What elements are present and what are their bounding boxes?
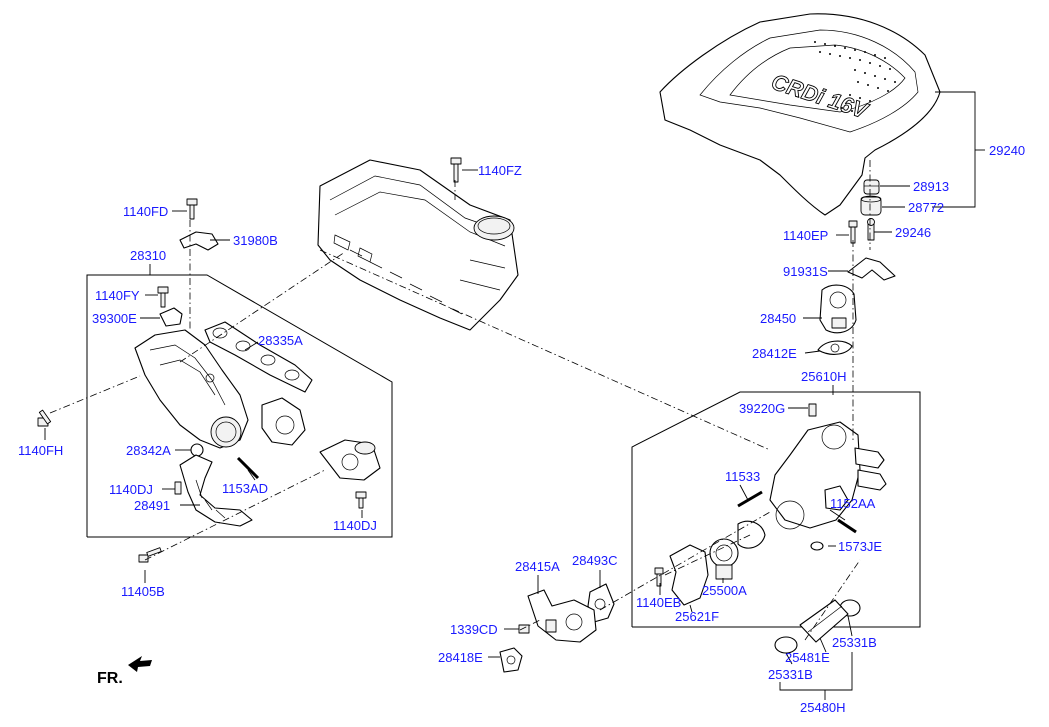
label-1573JE: 1573JE (838, 539, 882, 554)
gasket-thermostat (737, 520, 766, 549)
engine-cylinder-head (317, 159, 519, 331)
label-1140FD: 1140FD (123, 204, 168, 219)
label-28772: 28772 (908, 200, 944, 215)
label-25331B-top: 25331B (832, 635, 877, 650)
label-28418E: 28418E (438, 650, 483, 665)
nut-1339CD (518, 624, 530, 634)
bolt-1140DJ-left (174, 481, 182, 495)
gasket-28412E (817, 340, 853, 355)
label-28450: 28450 (760, 311, 796, 326)
label-25610H: 25610H (801, 369, 847, 384)
thermostat-housing-box (631, 391, 921, 628)
label-28412E: 28412E (752, 346, 797, 361)
egr-cooler-pipe (319, 439, 381, 481)
sensor-39220G (808, 403, 817, 417)
label-28913: 28913 (913, 179, 949, 194)
bolt-1140EP (848, 220, 858, 244)
bracket-91931S (847, 257, 896, 281)
turbo-flange (261, 397, 306, 446)
bolt-1140FD (186, 198, 198, 220)
gasket-28342A (190, 443, 204, 457)
bolt-11405B (138, 547, 162, 563)
label-28310: 28310 (130, 248, 166, 263)
label-25481E: 25481E (785, 650, 830, 665)
part-labels: 29240 28913 28772 29246 1140EP 91931S 28… (18, 143, 1025, 715)
label-1140FH: 1140FH (18, 443, 63, 458)
label-1153AD: 1153AD (222, 481, 268, 496)
label-1140FY: 1140FY (95, 288, 140, 303)
leader-lines (44, 91, 985, 700)
thermostat-25500A (709, 538, 739, 580)
label-1140EP: 1140EP (783, 228, 828, 243)
egr-pipe-28491 (179, 454, 253, 527)
label-29240: 29240 (989, 143, 1025, 158)
label-28415A: 28415A (515, 559, 560, 574)
manifold-assembly-box (86, 274, 393, 538)
label-1339CD: 1339CD (450, 622, 498, 637)
stud-1152AA (837, 518, 857, 534)
stud-29246 (867, 218, 875, 241)
engine-cover: CRDi 16V (659, 13, 941, 216)
label-39300E: 39300E (92, 311, 137, 326)
bushing-28772 (860, 195, 882, 216)
label-91931S: 91931S (783, 264, 828, 279)
gasket-28418E (499, 647, 523, 673)
exhaust-manifold-28310 (134, 329, 249, 449)
label-1140DJ-left: 1140DJ (109, 482, 153, 497)
label-25480H: 25480H (800, 700, 846, 715)
label-11533: 11533 (725, 469, 760, 484)
label-25331B-bot: 25331B (768, 667, 813, 682)
manifold-gasket-28335A (204, 321, 313, 393)
sensor-39300E (159, 307, 183, 327)
label-28493C: 28493C (572, 553, 618, 568)
label-28491: 28491 (134, 498, 170, 513)
bolt-1140DJ-bot (355, 491, 367, 509)
label-1152AA: 1152AA (830, 496, 876, 511)
label-11405B: 11405B (121, 584, 165, 599)
bracket-31980B (179, 231, 219, 251)
label-1140FZ: 1140FZ (478, 163, 522, 178)
label-29246: 29246 (895, 225, 931, 240)
egr-body-28415A (527, 589, 597, 643)
label-25621F: 25621F (675, 609, 719, 624)
stud-1153AD (236, 456, 260, 480)
label-25500A: 25500A (702, 583, 747, 598)
oring-1573JE (810, 541, 824, 551)
label-31980B: 31980B (233, 233, 278, 248)
stud-11533 (737, 490, 763, 508)
cover-25621F (669, 544, 709, 606)
centerline-set (49, 160, 871, 641)
grommet-28913 (863, 179, 880, 195)
label-1140EB: 1140EB (636, 595, 681, 610)
egr-valve-28450 (819, 284, 857, 334)
fr-arrow-icon (128, 656, 152, 672)
bolt-1140FY (157, 286, 169, 308)
label-1140DJ-bot: 1140DJ (333, 518, 377, 533)
label-39220G: 39220G (739, 401, 785, 416)
label-28335A: 28335A (258, 333, 303, 348)
front-direction-marker: FR. (97, 670, 123, 687)
bolt-1140FZ (450, 157, 462, 183)
cover-dot-pattern (814, 41, 896, 112)
bolt-1140FH (37, 409, 52, 427)
bolt-1140EB (654, 567, 664, 587)
housing-25610H (769, 421, 887, 530)
label-28342A: 28342A (126, 443, 171, 458)
